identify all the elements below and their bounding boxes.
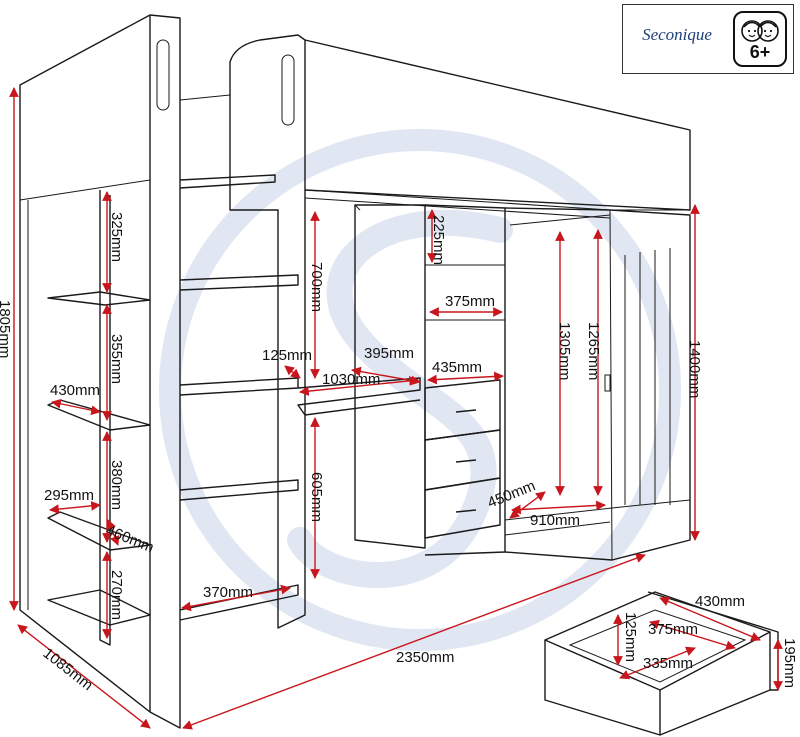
label-shelf-gap-bottom: 270mm — [108, 570, 125, 620]
brand-logo: Seconique — [642, 25, 712, 44]
label-drawer-inner-width: 375mm — [648, 621, 698, 638]
label-shelf-depth: 430mm — [50, 382, 100, 399]
label-cubby-height: 225mm — [430, 215, 447, 265]
label-overall-length: 2350mm — [396, 649, 454, 666]
bed-top-rail — [304, 39, 691, 211]
dimension-arrows — [9, 87, 783, 730]
label-desk-leg-height: 605mm — [308, 472, 325, 522]
right-handle-slot — [281, 54, 295, 126]
label-desk-thickness: 125mm — [262, 347, 312, 364]
label-step-width: 370mm — [203, 584, 253, 601]
label-rail-height: 1305mm — [556, 322, 573, 380]
kids-faces-icon — [741, 20, 779, 42]
age-rating-text: 6+ — [749, 42, 771, 62]
label-overall-depth: 1085mm — [40, 645, 96, 694]
label-drawer-outer-height: 195mm — [781, 638, 798, 688]
drawer-3 — [424, 477, 501, 539]
label-desk-width: 1030mm — [322, 371, 380, 388]
label-ladder-inner-width: 460mm — [104, 522, 157, 557]
label-drawer-inner-height: 125mm — [622, 612, 639, 662]
label-overall-height: 1805mm — [0, 300, 13, 358]
label-wardrobe-height: 1400mm — [686, 340, 703, 398]
label-shelf-gap-2: 355mm — [108, 334, 125, 384]
dimension-labels: 1805mm 1085mm 2350mm 1400mm 325mm 355mm … — [0, 212, 798, 694]
label-desk-clearance: 700mm — [308, 262, 325, 312]
brand-badge: Seconique 6+ — [622, 4, 794, 74]
label-drawer-outer-width: 430mm — [695, 593, 745, 610]
label-drawer-unit-width: 435mm — [432, 359, 482, 376]
label-desk-depth: 395mm — [364, 345, 414, 362]
label-shelf-gap-top: 325mm — [108, 212, 125, 262]
left-handle-slot — [156, 39, 170, 111]
label-rail-height-inner: 1265mm — [585, 322, 602, 380]
bed-outline — [19, 14, 691, 729]
label-shelf-gap-3: 380mm — [108, 460, 125, 510]
label-wardrobe-width: 910mm — [530, 512, 580, 529]
label-cubby-width: 375mm — [445, 293, 495, 310]
label-drawer-inner-depth: 335mm — [643, 655, 693, 672]
age-rating-badge: 6+ — [733, 11, 787, 67]
label-shelf-width: 295mm — [44, 487, 94, 504]
